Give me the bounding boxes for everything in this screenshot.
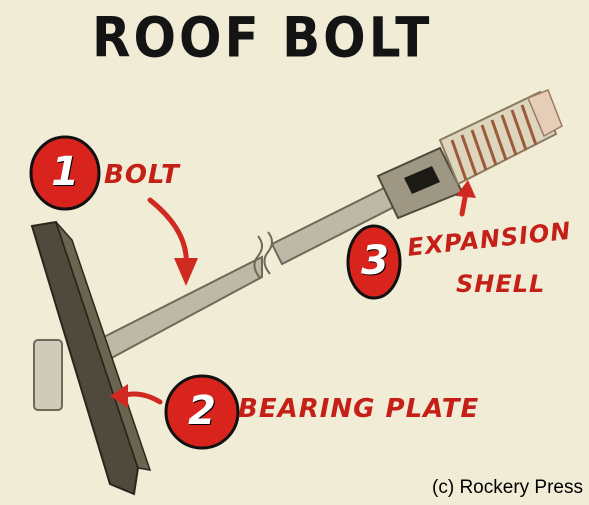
badge-1-number: 1 xyxy=(51,149,79,195)
label-shell: SHELL xyxy=(456,270,546,298)
arrow-bolt xyxy=(147,197,189,271)
badge-1 xyxy=(29,135,101,211)
arrow-plate-head xyxy=(110,384,128,408)
diagram-title: ROOF BOLT xyxy=(92,6,433,70)
arrow-bolt-head xyxy=(174,258,198,286)
bolt-tip xyxy=(527,89,563,138)
copyright-credit: (c) Rockery Press xyxy=(432,477,583,498)
bolt-head xyxy=(33,339,63,411)
bearing-plate-edge xyxy=(55,221,152,471)
arrow-shell-head xyxy=(456,180,476,198)
label-bolt: BOLT xyxy=(104,160,180,190)
badge-2-number: 2 xyxy=(188,388,216,434)
bearing-plate xyxy=(30,220,140,496)
expansion-shell-slot xyxy=(404,166,440,194)
badge-3-number: 3 xyxy=(361,238,389,284)
bolt-shaft-lower xyxy=(90,255,263,364)
badge-3 xyxy=(346,224,402,300)
thread-lines xyxy=(450,104,538,181)
shaft-break-mark xyxy=(253,231,273,279)
badge-2 xyxy=(164,374,240,450)
label-bearing-plate: BEARING PLATE xyxy=(238,394,480,424)
